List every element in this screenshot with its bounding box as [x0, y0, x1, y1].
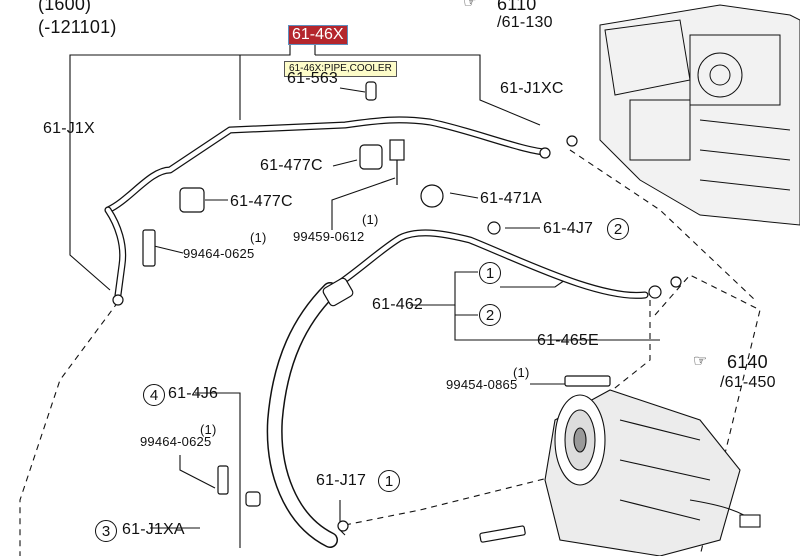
hose-fitting[interactable] [322, 277, 355, 307]
part-99464-0625-lower[interactable]: 99464-0625 [140, 434, 212, 449]
qty-99459: (1) [362, 212, 379, 227]
part-61-477C-upper[interactable]: 61-477C [260, 157, 323, 174]
part-61-477C-lower[interactable]: 61-477C [230, 193, 293, 210]
part-61-J1X[interactable]: 61-J1X [43, 120, 95, 137]
bolt-99464-lower[interactable] [217, 465, 229, 495]
part-99459-0612[interactable]: 99459-0612 [293, 229, 365, 244]
leader-99464-b [179, 455, 216, 489]
leader-61-4J6 [195, 392, 241, 548]
part-61-563[interactable]: 61-563 [287, 70, 339, 87]
part-99464-0625-upper[interactable]: 99464-0625 [183, 246, 255, 261]
bolt-99459-head[interactable] [389, 139, 405, 161]
oring-lower-left[interactable] [112, 294, 124, 306]
hose-61-462[interactable] [266, 229, 649, 548]
part-61-471A[interactable]: 61-471A [480, 190, 542, 207]
bolt-99454-0865[interactable] [564, 375, 611, 387]
oring-61-J17[interactable] [337, 520, 349, 532]
leader-99459 [331, 177, 396, 230]
callout-61-462-1: 1 [479, 262, 501, 284]
leader-61-J1XC [315, 54, 541, 126]
ref-6140-number[interactable]: 6140 [727, 352, 768, 372]
callout-61-J17: 1 [378, 470, 400, 492]
ref-6140-sub[interactable]: /61-450 [720, 374, 776, 391]
clamp-61-477C-upper[interactable] [359, 144, 383, 170]
ref-icon-6140: ☞ [693, 353, 708, 370]
part-61-J17[interactable]: 61-J17 [316, 472, 367, 489]
callout-61-4J6: 4 [143, 384, 165, 406]
callout-61-4J7: 2 [607, 218, 629, 240]
leader-61-462 [410, 271, 478, 306]
bracket-61-471A[interactable] [420, 184, 444, 208]
oring-61-4J7[interactable] [487, 221, 501, 235]
part-61-462[interactable]: 61-462 [372, 296, 424, 313]
ref-icon-6110: ☞ [463, 0, 478, 11]
part-61-4J7[interactable]: 61-4J7 [543, 220, 594, 237]
oring-61-4J6[interactable] [245, 491, 261, 507]
part-61-4J6[interactable]: 61-4J6 [168, 385, 219, 402]
callout-61-462-2: 2 [479, 304, 501, 326]
part-61-465E[interactable]: 61-465E [537, 332, 599, 349]
leader-61-J1X [69, 43, 291, 291]
qty-99454: (1) [513, 365, 530, 380]
qty-99464-lower: (1) [200, 422, 217, 437]
ref-6110-number[interactable]: 6110 [497, 0, 537, 14]
qty-99464-upper: (1) [250, 230, 267, 245]
switch-61-563[interactable] [365, 81, 377, 101]
pipe-cooler[interactable] [104, 116, 549, 299]
hvac-unit-6110[interactable] [599, 4, 800, 226]
ref-6110-sub[interactable]: /61-130 [497, 14, 553, 31]
part-99454-0865[interactable]: 99454-0865 [446, 377, 518, 392]
part-tooltip: 61-46X:PIPE,COOLER [284, 61, 397, 77]
clamp-61-477C-lower[interactable] [179, 187, 205, 213]
compressor-6140[interactable] [544, 389, 761, 556]
part-61-J1XC[interactable]: 61-J1XC [500, 80, 564, 97]
model-label: (1600) [38, 0, 92, 14]
range-label: (-121101) [38, 17, 117, 37]
highlighted-part-code[interactable]: 61-46X [288, 25, 348, 45]
bolt-99464-upper[interactable] [142, 229, 156, 267]
part-61-J1XA[interactable]: 61-J1XA [122, 521, 185, 538]
callout-61-J1XA: 3 [95, 520, 117, 542]
